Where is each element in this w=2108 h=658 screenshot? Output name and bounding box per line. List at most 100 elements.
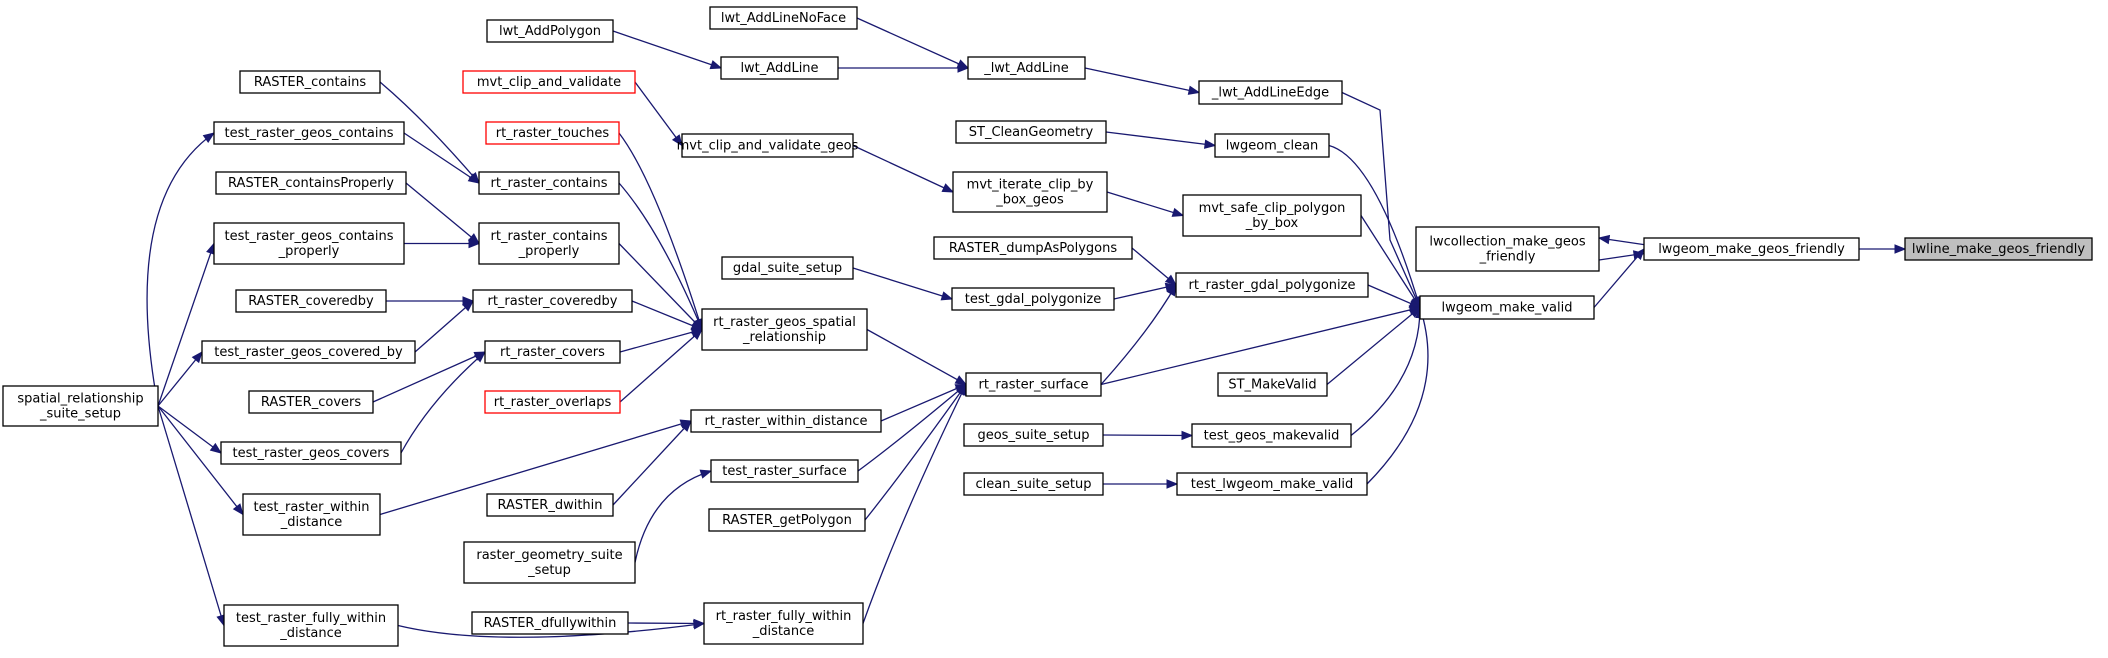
call-edge <box>146 132 216 407</box>
node-test-lwgeom-make-valid[interactable]: test_lwgeom_make_valid <box>1176 472 1368 496</box>
node-rt-raster-contains-properly[interactable]: rt_raster_contains_properly <box>478 222 620 265</box>
edge-line <box>157 243 215 407</box>
node-label: RASTER_covers <box>261 395 361 410</box>
node-mvt-iterate-clip-by-box-geos[interactable]: mvt_iterate_clip_by_box_geos <box>952 171 1108 213</box>
node-label: test_gdal_polygonize <box>965 292 1101 307</box>
call-edge <box>1106 191 1185 217</box>
node-mvt-safe-clip-polygon-by-box[interactable]: mvt_safe_clip_polygon_by_box <box>1182 194 1362 237</box>
node-raster-geometry-suite-setup[interactable]: raster_geometry_suite_setup <box>463 541 636 584</box>
node-mvt-clip-and-validate-geos[interactable]: mvt_clip_and_validate_geos <box>677 133 859 158</box>
call-edge <box>1366 306 1429 485</box>
node-mvt-clip-and-validate[interactable]: mvt_clip_and_validate <box>462 70 636 94</box>
node-test-raster-geos-covered-by[interactable]: test_raster_geos_covered_by <box>201 340 416 364</box>
edge-line <box>1106 191 1184 217</box>
node-geos-suite-setup[interactable]: geos_suite_setup <box>963 423 1104 447</box>
node-rt-raster-covers[interactable]: rt_raster_covers <box>484 340 621 364</box>
call-edge <box>838 63 970 73</box>
call-edge <box>400 351 487 454</box>
node-box <box>484 390 621 414</box>
node-lwcollection-make-geos-friendly[interactable]: lwcollection_make_geos_friendly <box>1415 226 1600 272</box>
node-clean-suite-setup[interactable]: clean_suite_setup <box>963 472 1104 496</box>
node-box <box>1176 472 1368 496</box>
arrowhead <box>473 351 487 363</box>
node-lwgeom-make-geos-friendly[interactable]: lwgeom_make_geos_friendly <box>1643 237 1860 261</box>
edge-line <box>612 30 722 69</box>
node-test-raster-geos-contains-properly[interactable]: test_raster_geos_contains_properly <box>213 222 405 265</box>
edge-line <box>379 420 692 516</box>
node-test-raster-geos-covers[interactable]: test_raster_geos_covers <box>220 441 402 465</box>
node-box <box>933 236 1133 260</box>
node-label: RASTER_contains <box>254 75 367 90</box>
call-edge <box>1360 215 1421 309</box>
node-rt-raster-surface[interactable]: rt_raster_surface <box>965 372 1102 397</box>
node-raster-dfullywithin[interactable]: RASTER_dfullywithin <box>471 611 629 635</box>
node-test-raster-surface[interactable]: test_raster_surface <box>710 459 859 483</box>
node-box <box>963 472 1104 496</box>
node-st-cleangeometry[interactable]: ST_CleanGeometry <box>955 120 1107 144</box>
node-box <box>690 409 882 433</box>
node-label: test_lwgeom_make_valid <box>1191 477 1353 492</box>
node-label: lwgeom_clean <box>1226 139 1319 154</box>
edge-line <box>618 243 703 330</box>
node-rt-raster-geos-spatial-relationship[interactable]: rt_raster_geos_spatial_relationship <box>701 308 868 351</box>
node-test-raster-geos-contains[interactable]: test_raster_geos_contains <box>213 121 405 145</box>
edge-line <box>372 351 486 403</box>
node-label: mvt_iterate_clip_by <box>967 178 1094 193</box>
node-raster-getpolygon[interactable]: RASTER_getPolygon <box>708 508 866 532</box>
node-box <box>484 340 621 364</box>
node-lwt-addlinenoface[interactable]: lwt_AddLineNoFace <box>709 6 858 30</box>
node-lwt-addline[interactable]: lwt_AddLine <box>720 56 839 80</box>
node-test-raster-within-distance[interactable]: test_raster_within_distance <box>242 493 381 536</box>
node-raster-dumpaspolygons[interactable]: RASTER_dumpAsPolygons <box>933 236 1133 260</box>
node-label: _lwt_AddLine <box>983 61 1069 76</box>
node-raster-dwithin[interactable]: RASTER_dwithin <box>486 493 614 517</box>
call-edge <box>386 296 475 306</box>
node--lwt-addlineedge[interactable]: _lwt_AddLineEdge <box>1198 80 1343 105</box>
edge-line <box>157 405 225 626</box>
node-raster-covers[interactable]: RASTER_covers <box>248 390 374 414</box>
node-test-geos-makevalid[interactable]: test_geos_makevalid <box>1191 423 1352 448</box>
node-rt-raster-within-distance[interactable]: rt_raster_within_distance <box>690 409 882 433</box>
node-rt-raster-coveredby[interactable]: rt_raster_coveredby <box>472 289 633 313</box>
edge-line <box>864 384 967 521</box>
call-edge <box>404 238 481 249</box>
node-label: raster_geometry_suite <box>476 548 622 563</box>
node-label: rt_raster_fully_within <box>716 609 852 624</box>
node-gdal-suite-setup[interactable]: gdal_suite_setup <box>721 256 854 280</box>
node-rt-raster-touches[interactable]: rt_raster_touches <box>485 121 620 145</box>
arrowhead <box>671 134 683 147</box>
node-raster-containsproperly[interactable]: RASTER_containsProperly <box>215 171 407 195</box>
node-spatial-relationship-suite-setup[interactable]: spatial_relationship_suite_setup <box>2 385 159 427</box>
node--lwt-addline[interactable]: _lwt_AddLine <box>967 56 1086 80</box>
arrowhead <box>191 350 203 364</box>
node-rt-raster-contains[interactable]: rt_raster_contains <box>478 171 620 195</box>
node-rt-raster-fully-within-distance[interactable]: rt_raster_fully_within_distance <box>703 602 864 645</box>
node-label: ST_MakeValid <box>1228 378 1316 393</box>
node-label: rt_raster_coveredby <box>487 294 617 309</box>
node-rt-raster-overlaps[interactable]: rt_raster_overlaps <box>484 390 621 414</box>
node-lwgeom-make-valid[interactable]: lwgeom_make_valid <box>1419 295 1595 320</box>
edge-line <box>856 17 969 69</box>
arrowhead <box>1408 306 1422 318</box>
node-label: lwgeom_make_geos_friendly <box>1658 242 1845 257</box>
node-lwgeom-clean[interactable]: lwgeom_clean <box>1214 133 1330 158</box>
edge-line <box>634 81 683 146</box>
node-st-makevalid[interactable]: ST_MakeValid <box>1217 372 1328 397</box>
node-box <box>681 133 854 158</box>
node-test-raster-fully-within-distance[interactable]: test_raster_fully_within_distance <box>223 604 399 647</box>
node-label: rt_raster_geos_spatial <box>713 315 856 330</box>
edge-line <box>1366 307 1429 485</box>
node-label: _properly <box>278 244 340 259</box>
node-raster-contains[interactable]: RASTER_contains <box>239 70 381 94</box>
arrowhead <box>1597 234 1611 245</box>
node-lwline-make-geos-friendly[interactable]: lwline_make_geos_friendly <box>1904 237 2093 261</box>
node-lwt-addpolygon[interactable]: lwt_AddPolygon <box>486 19 614 43</box>
edge-line <box>157 405 222 454</box>
node-rt-raster-gdal-polygonize[interactable]: rt_raster_gdal_polygonize <box>1175 272 1369 298</box>
node-label: mvt_safe_clip_polygon <box>1199 201 1346 216</box>
node-test-gdal-polygonize[interactable]: test_gdal_polygonize <box>951 287 1115 311</box>
node-raster-coveredby[interactable]: RASTER_coveredby <box>235 289 387 313</box>
node-box <box>721 256 854 280</box>
edge-line <box>631 300 703 331</box>
edge-line <box>157 405 244 515</box>
